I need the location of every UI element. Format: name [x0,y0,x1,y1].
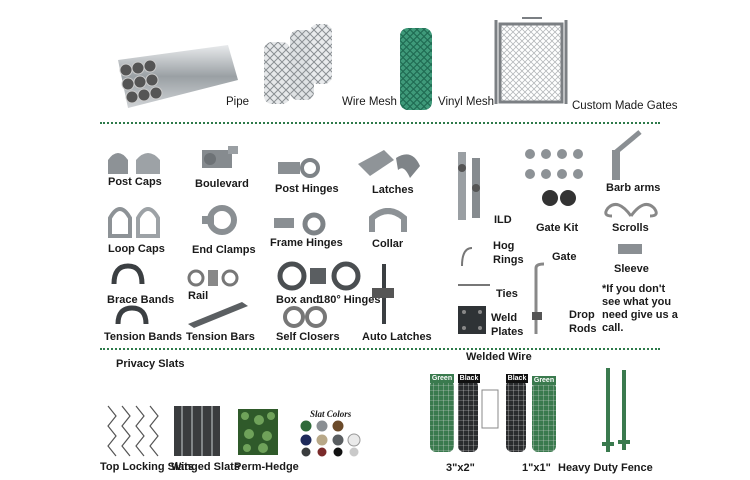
divider-bottom [100,348,660,350]
pipe-bundle-image [118,45,238,108]
label-self-closers: Self Closers [276,331,340,343]
end-clamps-image [202,205,237,235]
label-pipe: Pipe [226,96,250,108]
frame-hinges-image [274,212,326,236]
label-end-clamps: End Clamps [192,244,256,256]
label-rods: Rods [569,323,597,335]
label-rings: Rings [493,254,524,266]
self-closers-image [283,306,327,328]
label-heavy-duty-fence: Heavy Duty Fence [558,462,653,474]
label-weld: Weld [491,312,518,324]
tag-black-left: Black [458,374,480,383]
label-gate-kit: Gate Kit [536,222,579,234]
label-post-caps: Post Caps [108,176,162,188]
top-locking-slats-image [107,405,159,457]
slat-color-swatches [299,419,361,458]
label-tension-bars: Tension Bars [186,331,255,343]
auto-latches-image [372,264,394,324]
label-drop: Drop [569,309,595,321]
perm-hedge-image [238,409,278,455]
label-top-locking-slats: Top Locking Slats [100,461,194,473]
winged-slats-image [174,406,220,456]
call-note: *If you don't see what you need give us … [602,283,678,334]
label-auto-latches: Auto Latches [362,331,432,343]
tension-bars-image [188,302,248,328]
ild-image [458,152,480,220]
post-hinges-image [278,158,320,178]
custom-gate-image [494,17,568,104]
label-privacy-slats: Privacy Slats [116,358,185,370]
latches-image [358,150,420,178]
rail-image [187,269,239,287]
vinyl-mesh-image [400,28,432,110]
label-3x2: 3"x2" [446,462,475,474]
label-loop-caps: Loop Caps [108,243,165,255]
label-brace-bands: Brace Bands [107,294,175,306]
label-welded-wire: Welded Wire [466,351,532,363]
label-sleeve: Sleeve [614,263,649,275]
post-caps-image [108,153,160,174]
label-boulevard: Boulevard [195,178,249,190]
weld-plate-image [458,306,486,334]
tag-green-right: Green [532,376,556,385]
label-vinyl-mesh: Vinyl Mesh [438,96,495,108]
label-180-hinges: 180° Hinges [318,294,381,306]
label-gate: Gate [552,251,577,263]
boulevard-image [202,146,238,168]
heavy-duty-fence-posts-image [602,368,630,452]
label-custom-gates: Custom Made Gates [572,100,678,112]
label-winged-slats: Winged Slats [171,461,240,473]
barb-arms-image [612,130,642,180]
label-perm-hedge: Perm-Hedge [234,461,299,473]
gate-kit-image [525,149,583,206]
loop-caps-image [108,207,160,238]
label-box-and: Box and [276,294,320,306]
tension-bands-image [115,305,149,325]
label-frame-hinges: Frame Hinges [270,237,343,249]
hog-rings-image [461,247,473,267]
drop-rod-image [532,262,545,334]
label-barb-arms: Barb arms [606,182,661,194]
box-hinges-image [277,261,361,291]
label-latches: Latches [372,184,414,196]
label-plates: Plates [491,326,524,338]
tag-black-right: Black [506,374,528,383]
label-rail: Rail [188,290,209,302]
label-collar: Collar [372,238,404,250]
label-wire-mesh: Wire Mesh [342,96,397,108]
label-post-hinges: Post Hinges [275,183,339,195]
welded-wire-rolls-image [430,380,556,452]
collar-image [369,208,407,232]
scrolls-image [604,202,658,218]
label-tension-bands: Tension Bands [104,331,183,343]
brace-bands-image [111,263,145,285]
label-ild: ILD [494,214,512,226]
label-ties: Ties [496,288,518,300]
divider-top [100,122,660,124]
label-1x1: 1"x1" [522,462,551,474]
tag-green-left: Green [430,374,454,383]
label-hog: Hog [493,240,515,252]
ties-image [458,284,490,286]
sleeve-image [618,244,642,254]
slat-colors-title: Slat Colors [310,409,352,419]
label-scrolls: Scrolls [612,222,649,234]
wire-mesh-image [264,24,332,104]
